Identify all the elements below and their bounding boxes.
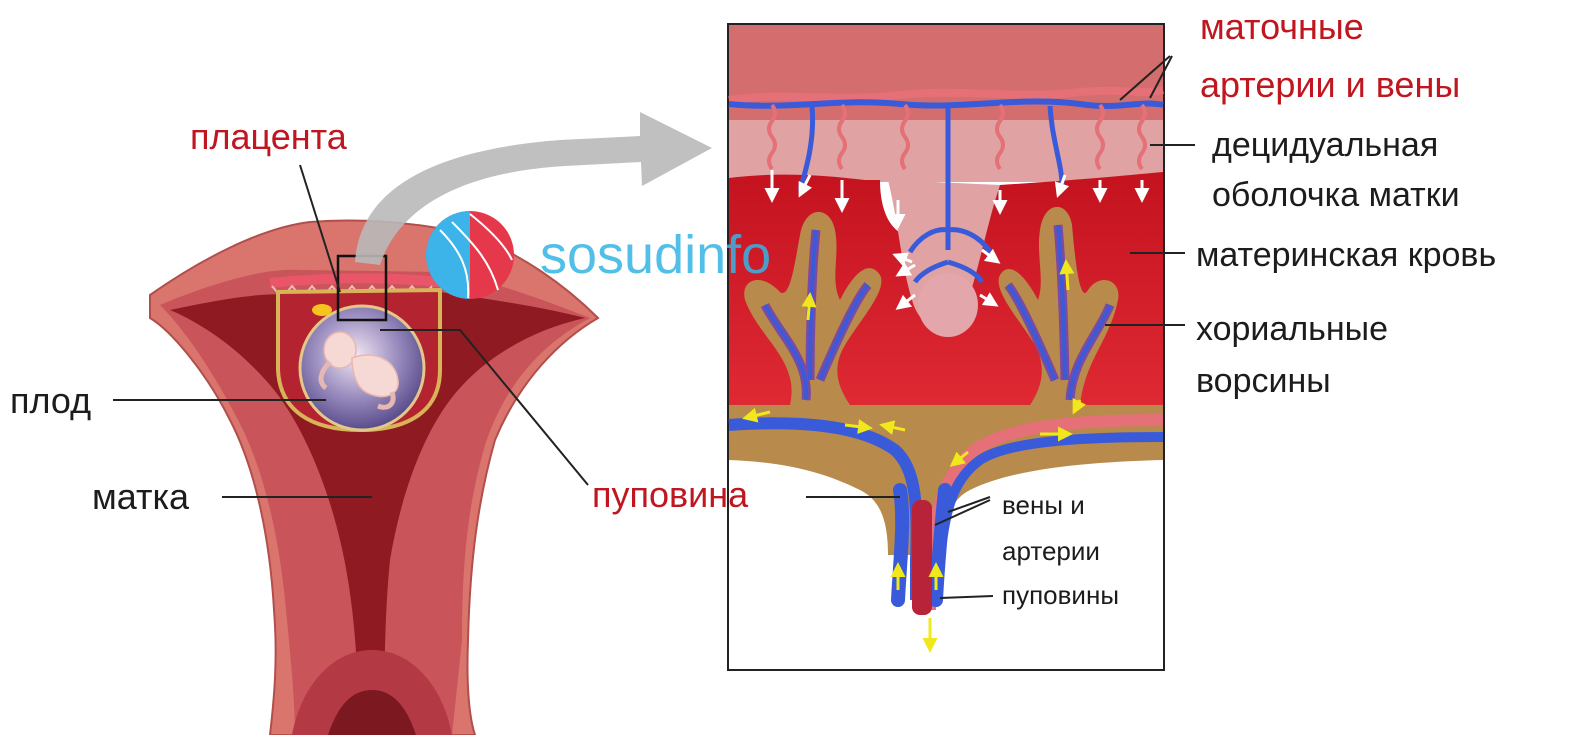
label-villi-line1: хориальные: [1196, 312, 1388, 348]
label-maternal-blood: материнская кровь: [1196, 238, 1496, 274]
placenta-detail: [728, 24, 1164, 670]
yolk-sac: [312, 304, 332, 316]
label-umbilical-cord: пуповина: [592, 476, 748, 514]
watermark-logo: [426, 211, 514, 299]
label-uterine-vessels-line2: артерии и вены: [1200, 66, 1460, 104]
label-cord-vessels-line2: артерии: [1002, 538, 1100, 565]
uterus-illustration: [150, 220, 598, 735]
label-fetus: плод: [10, 382, 91, 420]
label-uterine-vessels-line1: маточные: [1200, 8, 1364, 46]
label-decidua-line1: децидуальная: [1212, 128, 1438, 164]
watermark-text: sosudinfo: [540, 224, 771, 286]
umbilical-cord-vessels: [898, 490, 945, 615]
label-cord-vessels-line3: пуповины: [1002, 582, 1119, 609]
label-cord-vessels-line1: вены и: [1002, 492, 1085, 519]
label-villi-line2: ворсины: [1196, 364, 1331, 400]
label-decidua-line2: оболочка матки: [1212, 178, 1460, 214]
label-placenta: плацента: [190, 118, 347, 156]
label-uterus: матка: [92, 478, 189, 516]
placenta-region: [270, 278, 440, 283]
